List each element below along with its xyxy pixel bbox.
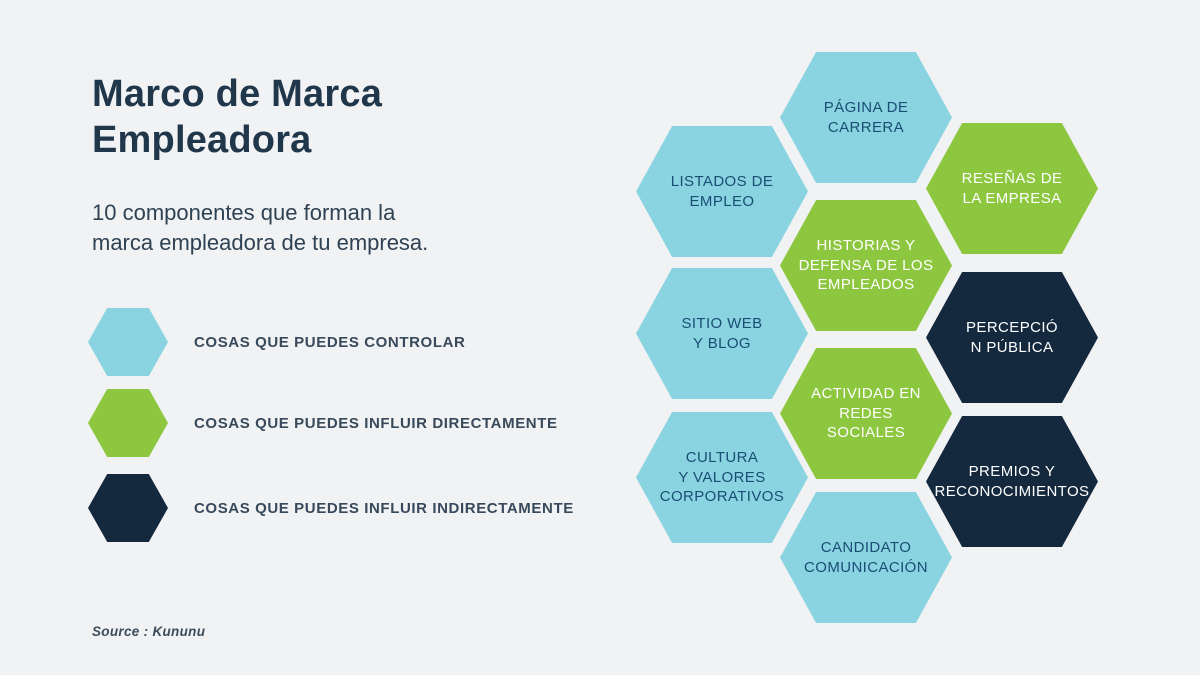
legend-item-influir-indirectamente: COSAS QUE PUEDES INFLUIR INDIRECTAMENTE — [88, 474, 574, 542]
hexagon-label: CANDIDATO COMUNICACIÓN — [804, 538, 928, 576]
hexagon-listados-de-empleo: LISTADOS DE EMPLEO — [636, 126, 808, 257]
legend-hexagon-swatch-light-blue — [88, 308, 168, 376]
legend-item-influir-directamente: COSAS QUE PUEDES INFLUIR DIRECTAMENTE — [88, 389, 558, 457]
hexagon-sitio-web-y-blog: SITIO WEB Y BLOG — [636, 268, 808, 399]
source-credit: Source : Kununu — [92, 624, 206, 639]
legend-item-controlar: COSAS QUE PUEDES CONTROLAR — [88, 308, 465, 376]
hexagon-pagina-de-carrera: PÁGINA DE CARRERA — [780, 52, 952, 183]
legend-label: COSAS QUE PUEDES INFLUIR INDIRECTAMENTE — [194, 499, 574, 517]
hexagon-actividad-en-redes-sociales: ACTIVIDAD EN REDES SOCIALES — [780, 348, 952, 479]
hexagon-label: HISTORIAS Y DEFENSA DE LOS EMPLEADOS — [798, 236, 934, 294]
hexagon-percepcion-publica: PERCEPCIÓ N PÚBLICA — [926, 272, 1098, 403]
page-subtitle: 10 componentes que forman la marca emple… — [92, 200, 429, 255]
hexagon-label: RESEÑAS DE LA EMPRESA — [961, 169, 1063, 207]
hexagon-label: LISTADOS DE EMPLEO — [670, 172, 774, 210]
hexagon-resenas-de-la-empresa: RESEÑAS DE LA EMPRESA — [926, 123, 1098, 254]
hexagon-cultura-y-valores-corporativos: CULTURA Y VALORES CORPORATIVOS — [636, 412, 808, 543]
hexagon-label: CULTURA Y VALORES CORPORATIVOS — [659, 448, 785, 506]
legend-hexagon-swatch-dark-navy — [88, 474, 168, 542]
legend-label: COSAS QUE PUEDES CONTROLAR — [194, 333, 466, 351]
hexagon-label: PÁGINA DE CARRERA — [823, 98, 909, 136]
hexagon-label: PREMIOS Y RECONOCIMIENTOS — [934, 462, 1090, 500]
legend-label: COSAS QUE PUEDES INFLUIR DIRECTAMENTE — [194, 414, 558, 432]
page-title: Marco de Marca Empleadora — [92, 73, 383, 161]
hexagon-premios-y-reconocimientos: PREMIOS Y RECONOCIMIENTOS — [926, 416, 1098, 547]
hexagon-historias-y-defensa-de-los-empleados: HISTORIAS Y DEFENSA DE LOS EMPLEADOS — [780, 200, 952, 331]
hexagon-candidato-comunicacion: CANDIDATO COMUNICACIÓN — [780, 492, 952, 623]
hexagon-label: SITIO WEB Y BLOG — [681, 314, 763, 352]
legend-hexagon-swatch-green — [88, 389, 168, 457]
hexagon-label: PERCEPCIÓ N PÚBLICA — [966, 318, 1058, 356]
hexagon-label: ACTIVIDAD EN REDES SOCIALES — [811, 384, 921, 442]
